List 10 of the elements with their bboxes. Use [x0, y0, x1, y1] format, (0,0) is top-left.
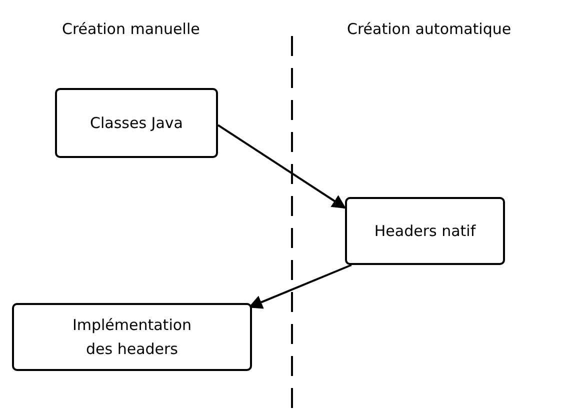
column-heading: Création manuelle	[62, 19, 200, 40]
process-box	[345, 197, 505, 265]
process-box	[12, 303, 252, 371]
column-heading: Création automatique	[347, 19, 512, 40]
process-box	[55, 88, 218, 158]
box-label: Classes Java	[90, 113, 183, 134]
box-label: Implémentation des headers	[71, 315, 193, 360]
arrow	[248, 264, 352, 309]
arrow	[217, 124, 346, 209]
box-label: Headers natif	[374, 221, 476, 242]
